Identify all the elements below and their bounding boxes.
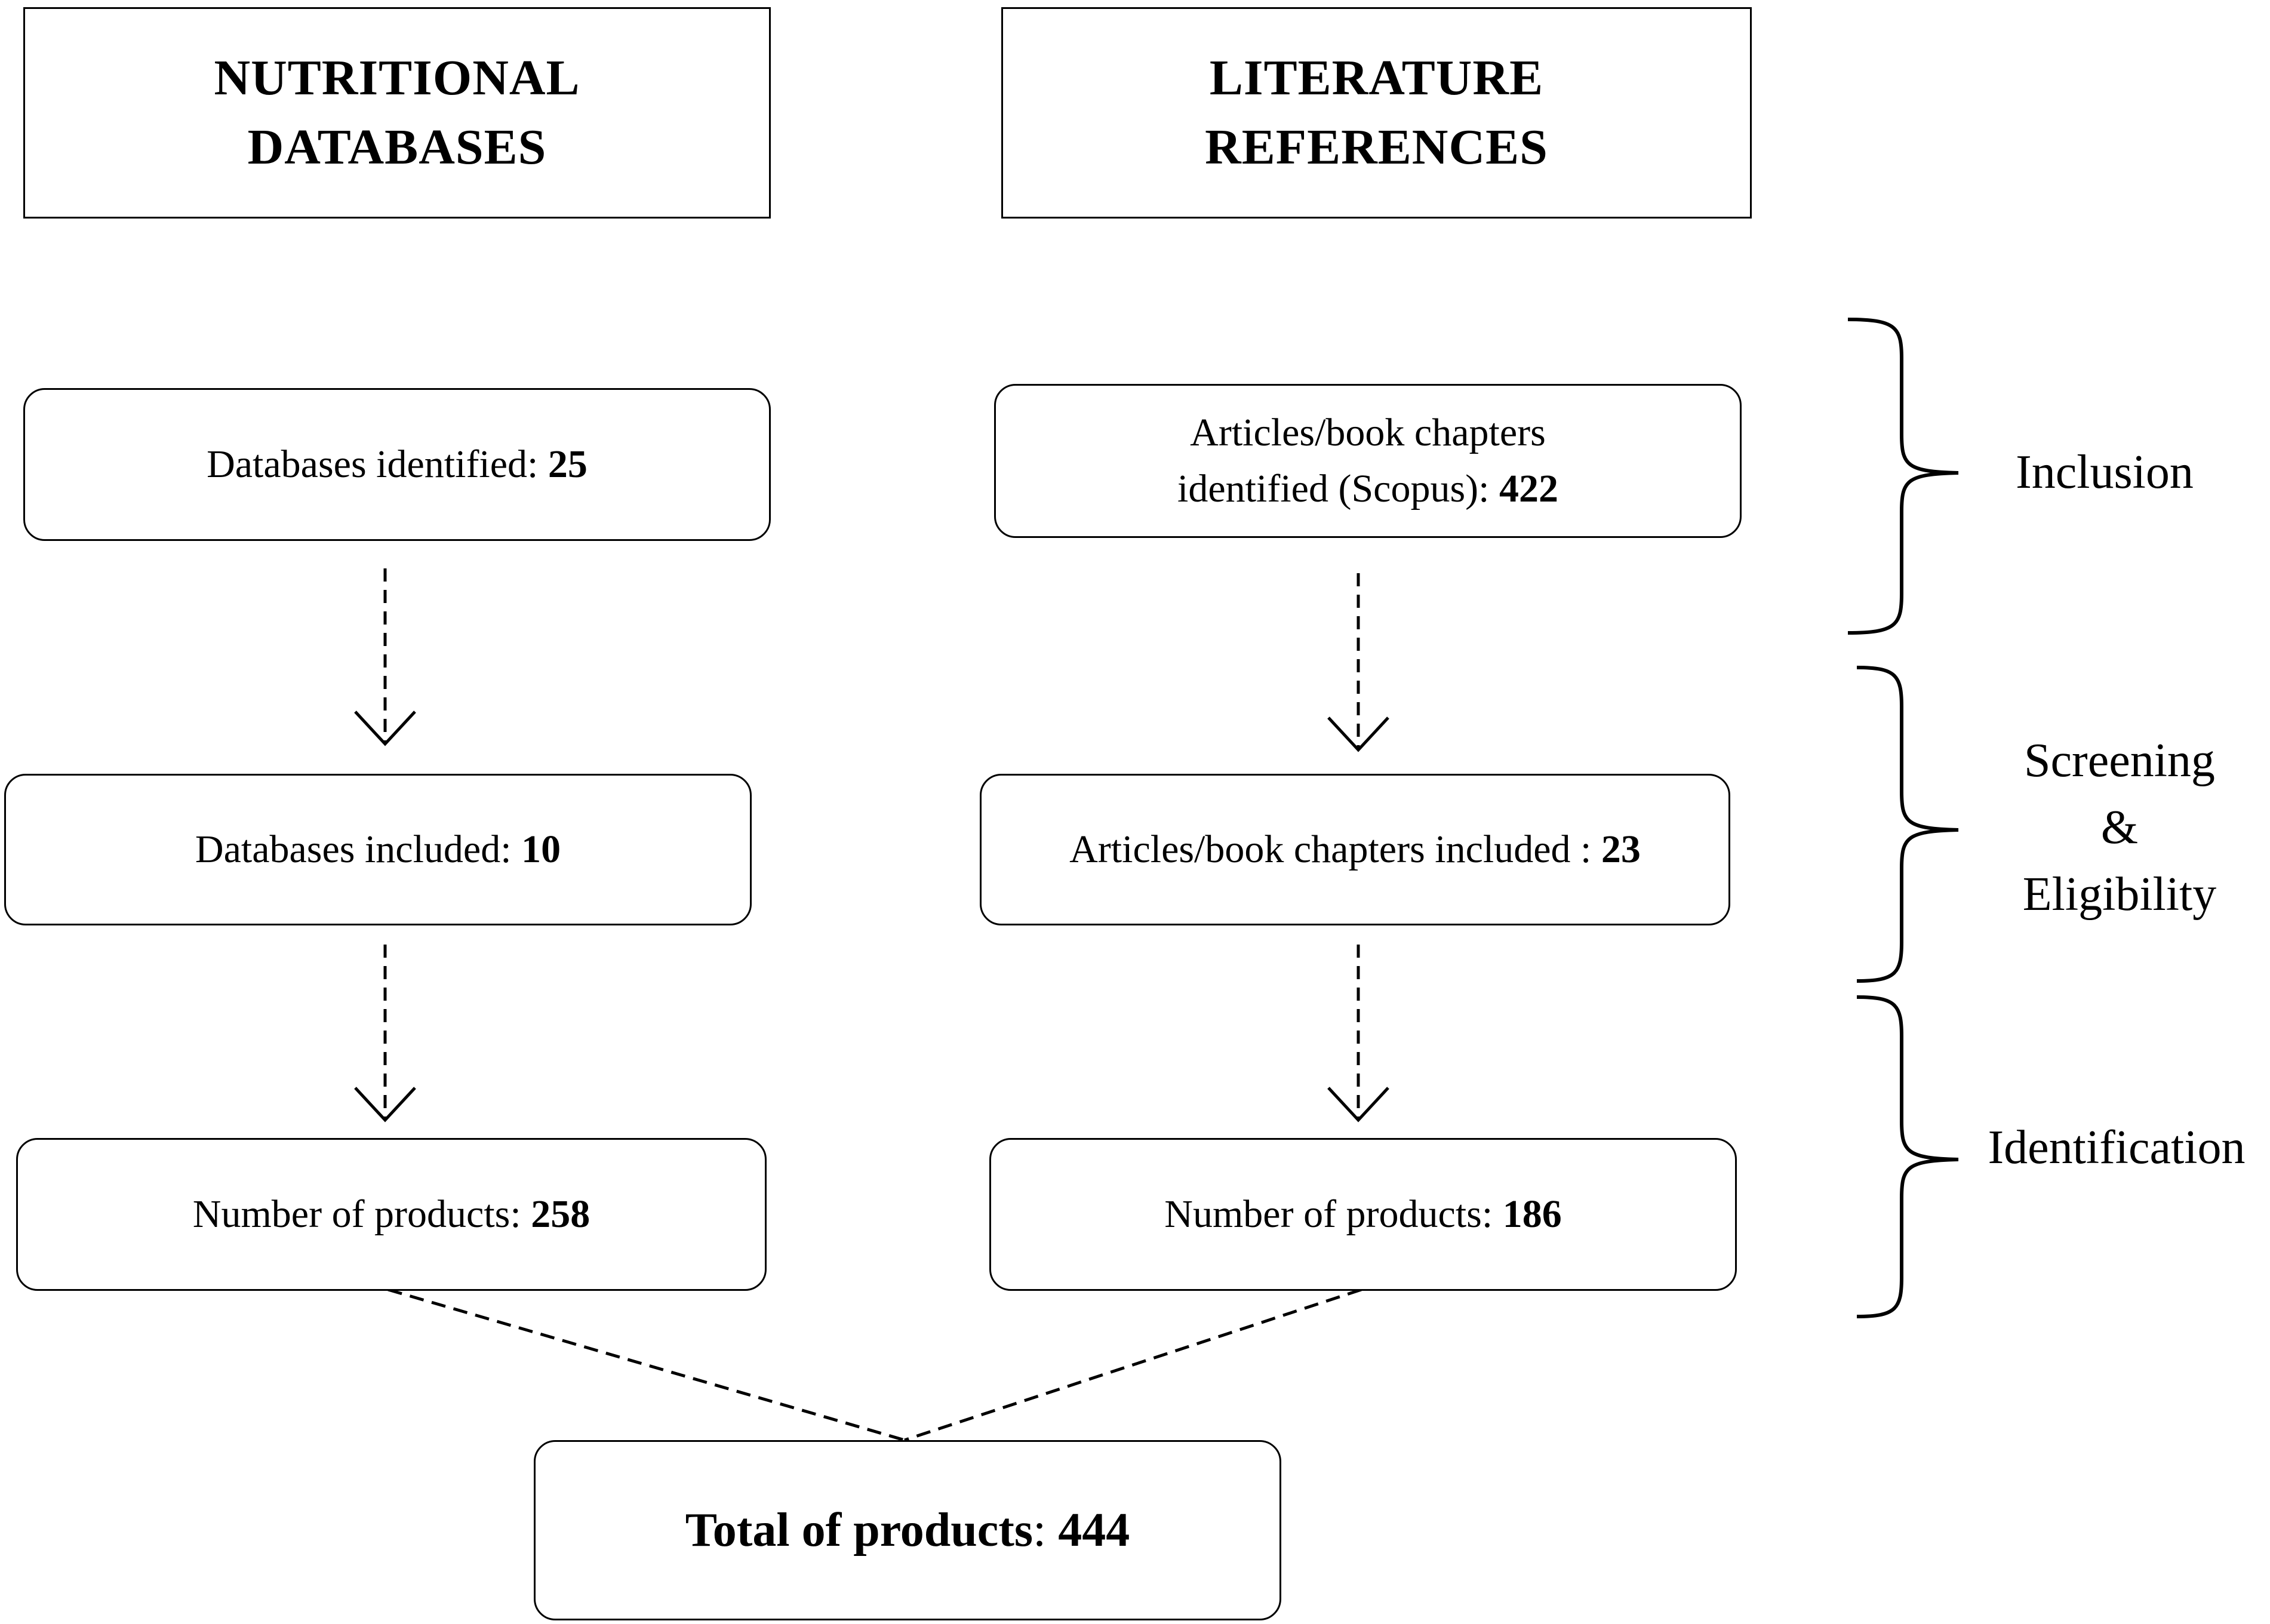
brace-screening	[1856, 666, 1959, 983]
left-products-label: Number of products:	[192, 1192, 531, 1236]
merge-line-left	[387, 1288, 905, 1442]
articles-identified-label: identified (Scopus):	[1177, 467, 1499, 510]
header-nutritional-databases: NUTRITIONAL DATABASES	[23, 7, 771, 219]
brace-inclusion	[1847, 318, 1959, 635]
box-right-number-of-products: Number of products: 186	[989, 1138, 1737, 1291]
stage-label-inclusion: Inclusion	[1970, 439, 2239, 506]
arrow-left-identified-to-included	[354, 568, 416, 746]
stage-label-identification: Identification	[1964, 1114, 2269, 1181]
databases-included-label: Databases included:	[195, 828, 522, 871]
header-literature-references: LITERATURE REFERENCES	[1001, 7, 1752, 219]
brace-identification	[1856, 995, 1959, 1318]
header-left-line1: NUTRITIONAL	[214, 50, 580, 106]
box-articles-included: Articles/book chapters included : 23	[980, 774, 1730, 925]
left-products-value: 258	[531, 1192, 590, 1236]
articles-identified-value: 422	[1499, 467, 1558, 510]
stage-screening-line3: Eligibility	[2022, 868, 2217, 921]
stage-screening-line2: &	[2100, 801, 2139, 854]
arrow-left-included-to-products	[354, 945, 416, 1122]
header-right-line1: LITERATURE	[1209, 50, 1544, 106]
merge-line-right	[904, 1288, 1362, 1442]
total-value: 444	[1058, 1504, 1130, 1557]
databases-identified-value: 25	[547, 442, 588, 486]
stage-label-screening-eligibility: Screening & Eligibility	[1970, 727, 2269, 928]
databases-identified-label: Databases identified:	[207, 442, 548, 486]
arrow-right-included-to-products	[1327, 945, 1389, 1122]
right-products-value: 186	[1502, 1192, 1562, 1236]
databases-included-value: 10	[521, 828, 561, 871]
header-right-line2: REFERENCES	[1205, 119, 1548, 175]
box-left-number-of-products: Number of products: 258	[16, 1138, 767, 1291]
arrow-right-identified-to-included	[1327, 573, 1389, 752]
box-total-of-products: Total of products: 444	[534, 1440, 1281, 1620]
stage-screening-line1: Screening	[2024, 734, 2215, 787]
box-articles-identified: Articles/book chapters identified (Scopu…	[994, 384, 1742, 538]
total-separator: :	[1033, 1504, 1059, 1557]
total-label: Total of products	[685, 1504, 1034, 1557]
articles-identified-line1: Articles/book chapters	[1190, 411, 1546, 454]
stage-inclusion-text: Inclusion	[2016, 446, 2194, 499]
box-databases-included: Databases included: 10	[4, 774, 752, 925]
right-products-label: Number of products:	[1164, 1192, 1503, 1236]
stage-identification-text: Identification	[1988, 1121, 2246, 1174]
articles-included-value: 23	[1601, 828, 1641, 871]
box-databases-identified: Databases identified: 25	[23, 388, 771, 541]
header-left-line2: DATABASES	[247, 119, 547, 175]
articles-included-label: Articles/book chapters included :	[1069, 828, 1601, 871]
